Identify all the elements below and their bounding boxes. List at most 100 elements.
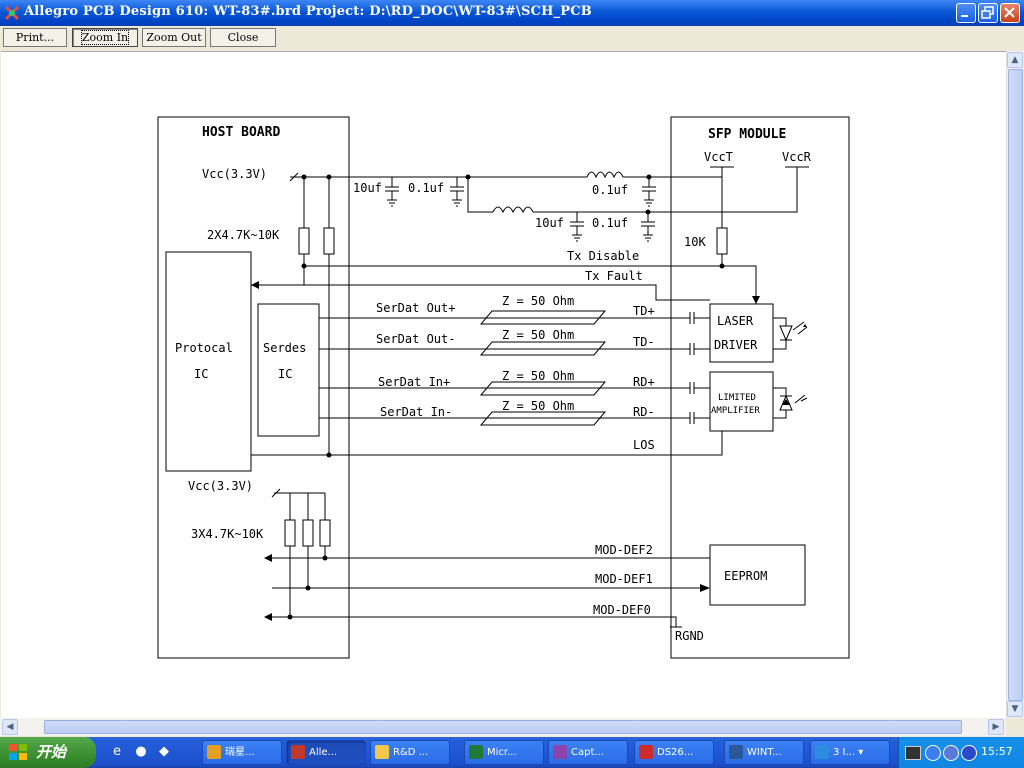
res-10k-label: 10K — [684, 235, 706, 249]
desktop-quicklaunch-icon[interactable]: ◆ — [159, 744, 169, 759]
clock[interactable]: 15:57 — [981, 745, 1013, 758]
task-label: Alle... — [309, 747, 338, 758]
network-icon[interactable] — [943, 745, 959, 761]
excel-icon — [469, 745, 483, 759]
limited-amp-label-2: AMPLIFIER — [711, 406, 760, 416]
start-button[interactable]: 开始 — [0, 737, 96, 768]
media-quicklaunch-icon[interactable]: ● — [135, 744, 147, 759]
cap-01uf-b-label: 0.1uf — [592, 183, 628, 197]
vertical-scroll-thumb[interactable] — [1008, 69, 1023, 701]
close-window-button[interactable] — [1000, 3, 1020, 23]
scroll-right-icon[interactable]: ▶ — [988, 719, 1004, 735]
allegro-icon — [291, 745, 305, 759]
task-rising[interactable]: 瑞星... — [202, 740, 282, 765]
rd-n-label: RD- — [633, 405, 655, 419]
protocol-ic-label-1: Protocal — [175, 341, 233, 355]
scroll-left-icon[interactable]: ◀ — [2, 719, 18, 735]
sfp-module-title: SFP MODULE — [708, 127, 786, 142]
zoom-out-button[interactable]: Zoom Out — [142, 28, 206, 47]
task-label: DS26... — [657, 747, 694, 758]
serdes-label-2: IC — [278, 367, 292, 381]
impedance-1-label: Z = 50 Ohm — [502, 294, 574, 308]
schematic-canvas[interactable]: HOST BOARD SFP MODULE Vcc(3.3V) 2X4.7K~1… — [1, 51, 1006, 719]
ie-icon — [815, 745, 829, 759]
task-capture[interactable]: Capt... — [548, 740, 628, 765]
zoom-in-button[interactable]: Zoom In — [72, 28, 138, 47]
task-allegro[interactable]: Alle... — [286, 740, 366, 765]
vcc-top-label: Vcc(3.3V) — [202, 167, 267, 181]
tx-disable-label: Tx Disable — [567, 249, 639, 263]
folder-icon — [375, 745, 389, 759]
close-label: Close — [227, 31, 259, 44]
mod-def2-label: MOD-DEF2 — [595, 543, 653, 557]
task-ie-group[interactable]: 3 I... ▾ — [810, 740, 890, 765]
laser-driver-label-2: DRIVER — [714, 338, 758, 352]
system-tray: 15:57 — [898, 737, 1024, 768]
close-button[interactable]: Close — [210, 28, 276, 47]
impedance-4-label: Z = 50 Ohm — [502, 399, 574, 413]
los-label: LOS — [633, 438, 655, 452]
serdat-in-p-label: SerDat In+ — [378, 375, 450, 389]
capture-icon — [553, 745, 567, 759]
tray-arrow-icon[interactable] — [925, 745, 941, 761]
task-label: R&D ... — [393, 747, 429, 758]
cap-10uf-a-label: 10uf — [353, 181, 382, 195]
scroll-up-icon[interactable]: ▲ — [1007, 52, 1023, 68]
protocol-ic-label-2: IC — [194, 367, 208, 381]
tx-fault-label: Tx Fault — [585, 269, 643, 283]
limited-amp-label-1: LIMITED — [718, 393, 756, 403]
td-n-label: TD- — [633, 335, 655, 349]
task-label: Capt... — [571, 747, 604, 758]
cap-10uf-b-label: 10uf — [535, 216, 564, 230]
title-bar[interactable]: Allegro PCB Design 610: WT-83#.brd Proje… — [0, 0, 1024, 26]
task-label: 3 I... — [833, 747, 856, 758]
vcc-bottom-label: Vcc(3.3V) — [188, 479, 253, 493]
impedance-3-label: Z = 50 Ohm — [502, 369, 574, 383]
rgnd-label: RGND — [675, 629, 704, 643]
vertical-scrollbar[interactable]: ▲ ▼ — [1006, 51, 1024, 718]
task-excel[interactable]: Micr... — [464, 740, 544, 765]
cap-01uf-a-label: 0.1uf — [408, 181, 444, 195]
zoom-out-label: Zoom Out — [146, 31, 202, 44]
sfp-schematic: HOST BOARD SFP MODULE Vcc(3.3V) 2X4.7K~1… — [157, 116, 850, 659]
toolbar: Print... Zoom In Zoom Out Close — [0, 26, 1024, 50]
serdat-out-n-label: SerDat Out- — [376, 332, 455, 346]
task-pdf[interactable]: DS26... — [634, 740, 714, 765]
protocol-ic-box — [165, 251, 252, 472]
rd-p-label: RD+ — [633, 375, 655, 389]
task-label: WINT... — [747, 747, 782, 758]
scroll-down-icon[interactable]: ▼ — [1007, 701, 1023, 717]
ie-quicklaunch-icon[interactable]: e — [113, 744, 121, 759]
eeprom-label: EEPROM — [724, 569, 767, 583]
vccr-label: VccR — [782, 150, 812, 164]
restore-button[interactable] — [978, 3, 998, 23]
td-p-label: TD+ — [633, 304, 655, 318]
task-rd-folder[interactable]: R&D ... — [370, 740, 450, 765]
restore-icon — [981, 6, 994, 19]
res-pair-label: 2X4.7K~10K — [207, 228, 280, 242]
minimize-icon — [961, 15, 968, 17]
horizontal-scroll-thumb[interactable] — [44, 720, 962, 734]
minimize-button[interactable] — [956, 3, 976, 23]
vcct-label: VccT — [704, 150, 733, 164]
serdat-out-p-label: SerDat Out+ — [376, 301, 455, 315]
taskbar: 开始 e ● ◆ 瑞星... Alle... R&D ... Micr... C… — [0, 737, 1024, 768]
zoom-in-label: Zoom In — [80, 30, 130, 45]
scroll-corner — [1006, 718, 1024, 736]
laser-driver-label-1: LASER — [717, 314, 754, 328]
windows-logo-icon — [9, 744, 27, 760]
serdes-ic-box — [257, 303, 320, 437]
pdf-icon — [639, 745, 653, 759]
window-title: Allegro PCB Design 610: WT-83#.brd Proje… — [24, 4, 592, 19]
keyboard-icon[interactable] — [905, 746, 921, 760]
volume-icon[interactable] — [961, 745, 977, 761]
serdat-in-n-label: SerDat In- — [380, 405, 452, 419]
print-button[interactable]: Print... — [3, 28, 67, 47]
task-label: Micr... — [487, 747, 517, 758]
host-board-title: HOST BOARD — [202, 125, 280, 140]
allegro-app-icon — [4, 5, 20, 21]
task-word[interactable]: WINT... — [724, 740, 804, 765]
serdes-label-1: Serdes — [263, 341, 306, 355]
task-label: 瑞星... — [225, 747, 255, 758]
horizontal-scrollbar[interactable]: ◀ ▶ — [0, 718, 1006, 736]
